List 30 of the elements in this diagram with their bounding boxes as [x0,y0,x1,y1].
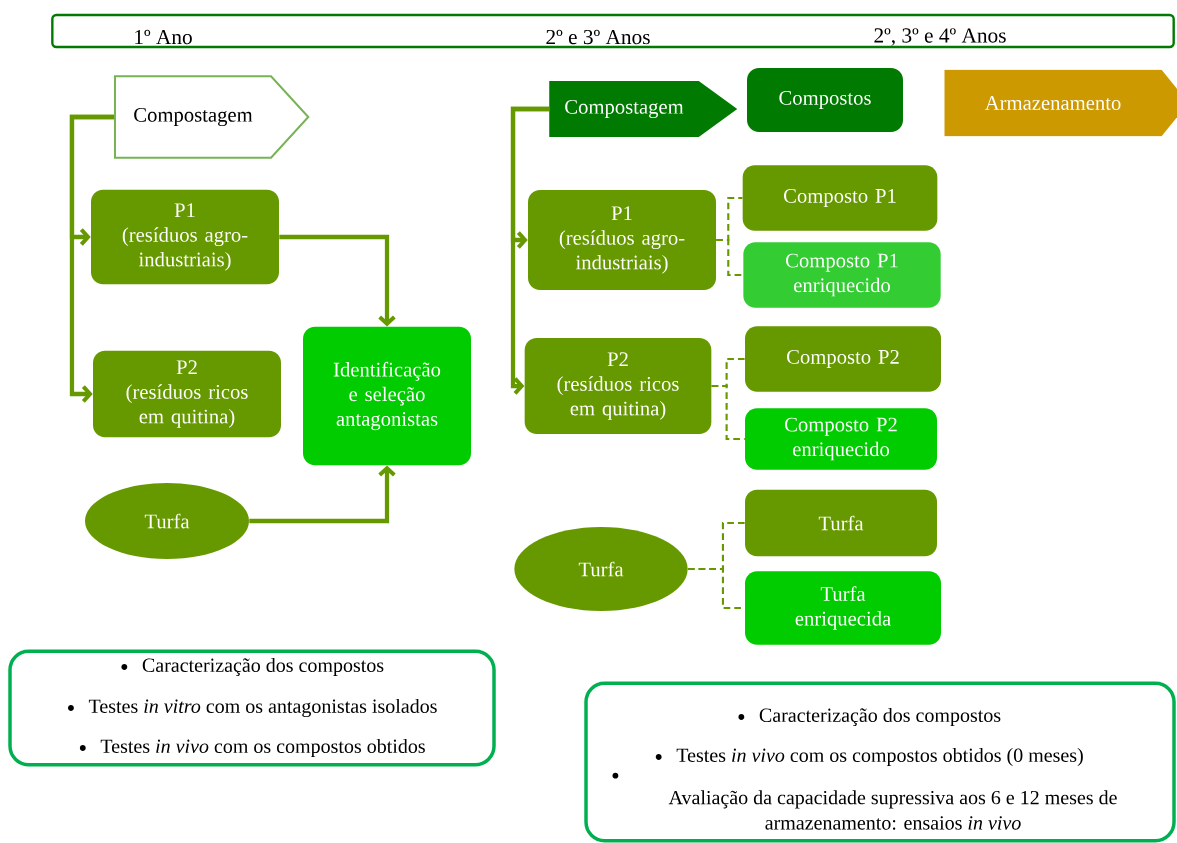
connector [711,384,745,441]
bullet-item: Avaliação da capacidade supressiva aos 6 e 12 meses de armazenamento: ensaios in vivo [612,772,1117,830]
process-box: Turfa enriquecida [745,571,941,645]
year-label: 1º Ano [135,29,192,45]
connector [69,114,114,403]
arrow-shape-box: Compostagem [113,75,310,159]
bullet-item: Testes in vivo com os compostos obtidos [79,738,425,758]
process-box: Composto P1 [742,165,938,231]
connector [279,234,396,327]
arrow-shape-box: Compostagem [549,81,738,137]
bullet-item: Caracterização dos compostos [738,707,1001,727]
process-box: Composto P2 [745,326,941,392]
process-box: P2 (resíduos ricos em quitina) [524,338,712,434]
bullet-item: Testes in vivo com os compostos obtidos (0 meses) [655,747,1083,767]
process-box: Identificação e seleção antagonistas [303,326,471,466]
process-box: P2 (resíduos ricos em quitina) [93,350,281,438]
arrow-shape-box: Armazenamento [944,69,1177,137]
process-box: P1 (resíduos agro-industriais) [528,190,716,290]
connector [249,465,396,524]
year-label: 2º e 3º Anos [546,29,650,45]
process-box: Composto P1 enriquecido [743,242,941,308]
bullet-item: Caracterização dos compostos [121,657,384,677]
process-box: P1 (resíduos agro-industriais) [91,189,279,285]
connector [716,238,744,277]
bullet-item: Testes in vitro com os antagonistas isolados [68,698,437,718]
process-box: Turfa [745,489,937,557]
process-box: Composto P2 enriquecido [745,408,937,470]
connector [510,106,549,395]
year-label: 2º, 3º e 4º Anos [874,28,1006,46]
process-box: Compostos [747,68,903,132]
